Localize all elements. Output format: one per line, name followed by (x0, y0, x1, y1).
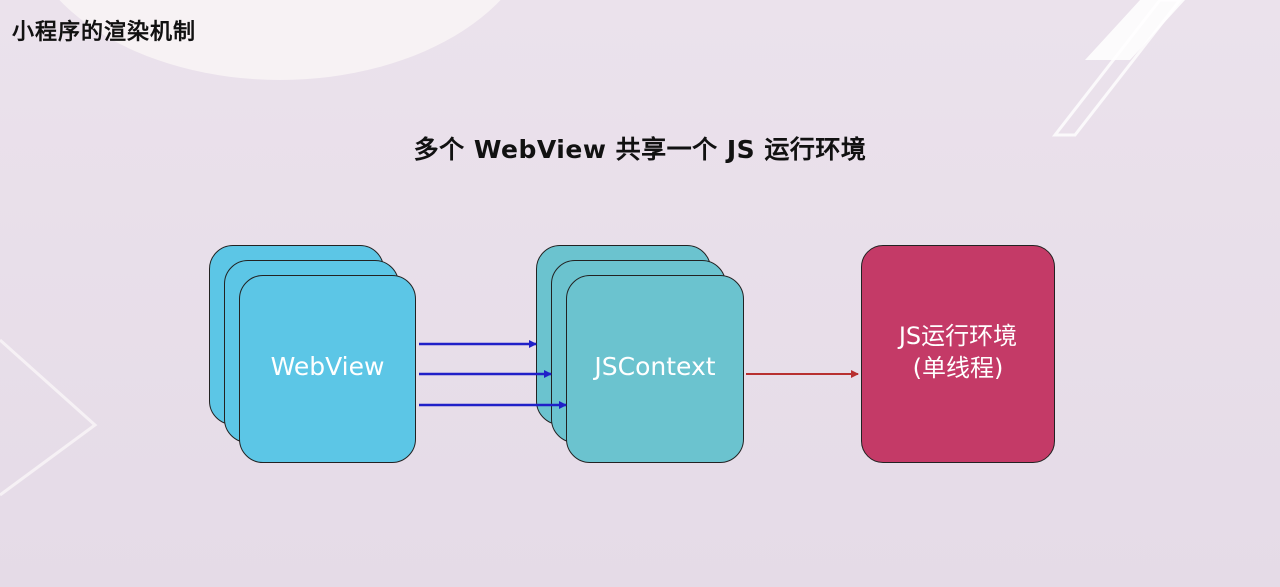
jscontext-label: JSContext (594, 352, 716, 381)
jscontext-card-front: JSContext (566, 275, 744, 463)
js-runtime-label: JS运行环境 (898, 322, 1018, 350)
slide-title: 小程序的渲染机制 (12, 20, 197, 45)
decorative-stripes (1051, 0, 1185, 137)
single-thread-label: (单线程) (912, 354, 1004, 382)
diagram-subtitle: 多个 WebView 共享一个 JS 运行环境 (413, 135, 867, 164)
js-runtime-box: JS运行环境 (单线程) (861, 245, 1055, 463)
decorative-chevron (0, 338, 98, 497)
webview-card-front: WebView (239, 275, 416, 463)
webview-label: WebView (270, 352, 385, 381)
